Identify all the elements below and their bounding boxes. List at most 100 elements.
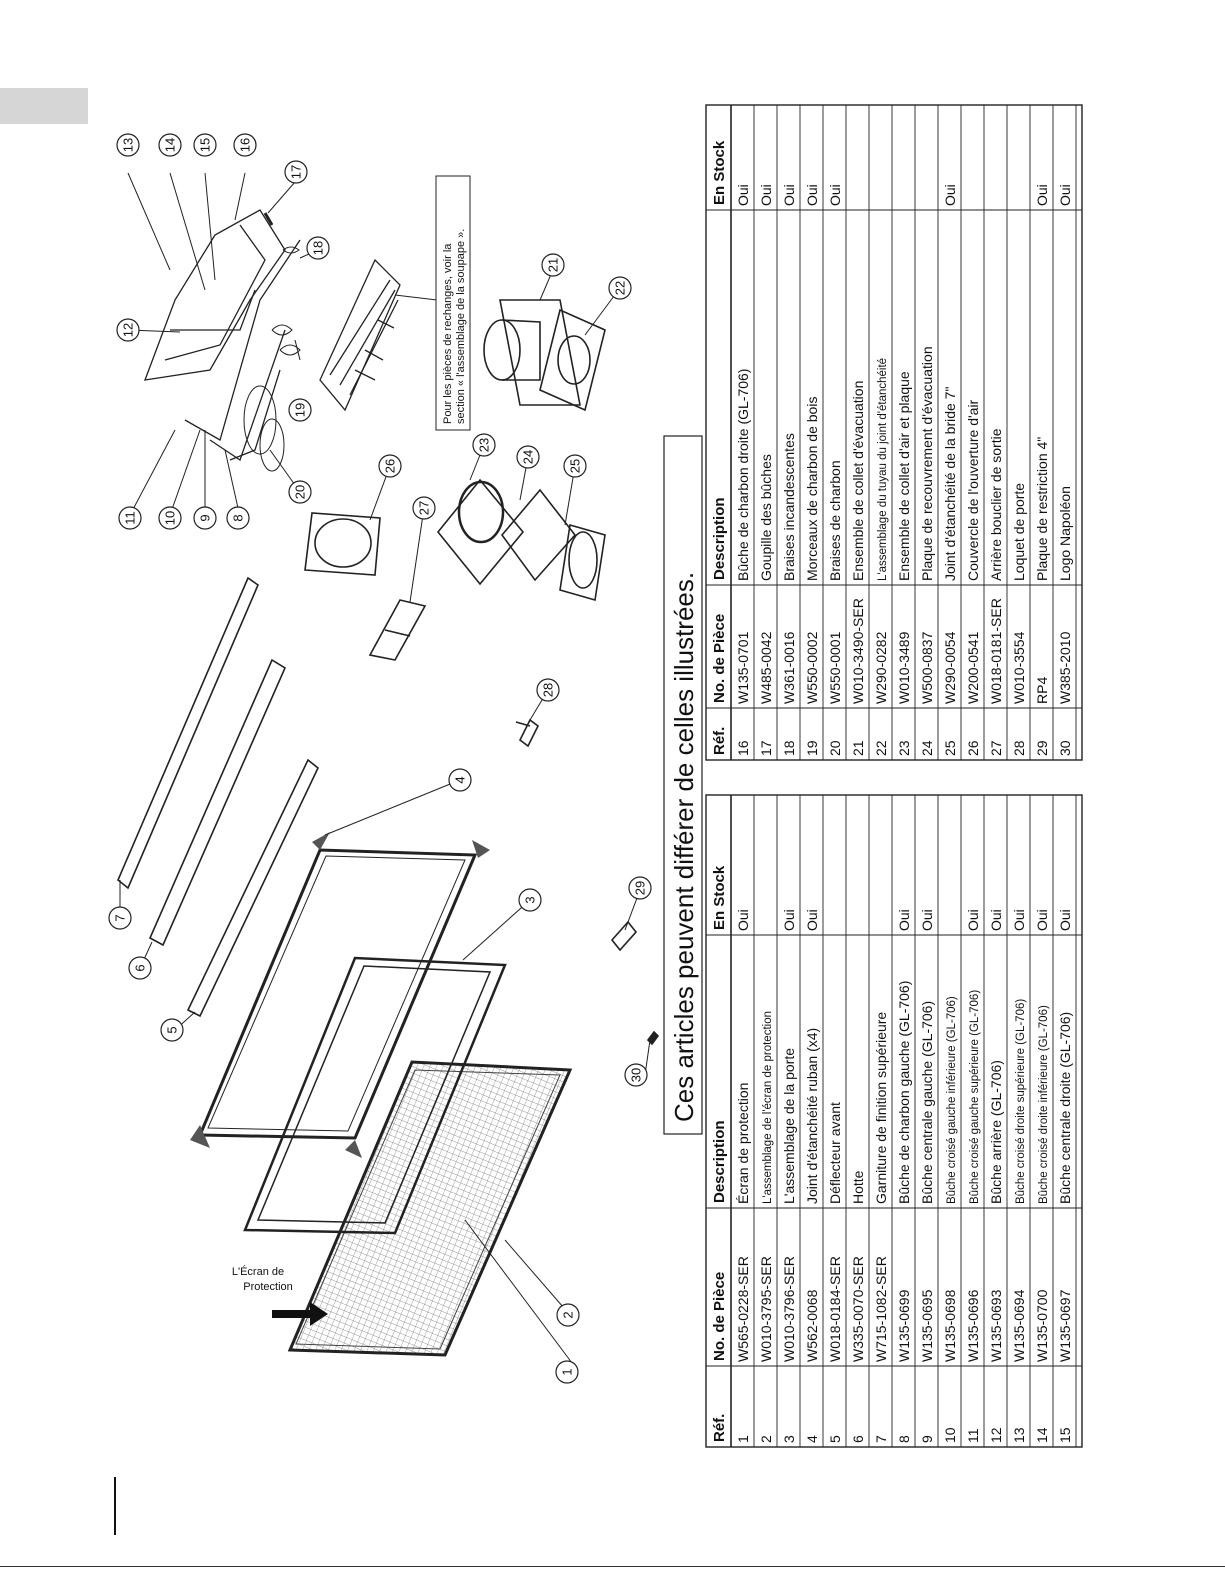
cell-desc: Plaque de restriction 4" (1034, 437, 1050, 581)
top-trim-illustration (117, 576, 259, 890)
callout-number: 2 (561, 1311, 576, 1318)
cell-ref: 29 (1034, 740, 1050, 756)
cell-ref: 19 (804, 740, 820, 756)
air-cover-illustration (304, 512, 381, 576)
table-row: 27 W018-0181-SER Arrière bouclier de sorti… (988, 428, 1004, 756)
cell-desc: Couvercle de l'ouverture d'air (965, 399, 981, 581)
cell-ref: 7 (873, 1435, 889, 1443)
cell-stock: Oui (781, 184, 797, 206)
cell-part: W018-0181-SER (988, 598, 1004, 704)
cell-part: W550-0002 (804, 631, 820, 704)
cell-ref: 1 (735, 1435, 751, 1443)
cell-stock: Oui (735, 909, 751, 931)
callout-20: 20 (288, 480, 312, 504)
cell-stock: Oui (988, 909, 1004, 931)
cell-part: W290-0282 (873, 631, 889, 704)
cell-stock: Oui (942, 184, 958, 206)
callout-number: 5 (165, 1026, 180, 1033)
cell-stock: Oui (804, 184, 820, 206)
header-desc: Description (711, 1120, 728, 1203)
cell-stock: Oui (919, 909, 935, 931)
callout-22: 22 (608, 276, 632, 300)
cell-part: W500-0837 (919, 631, 935, 704)
cell-stock: Oui (781, 909, 797, 931)
callout-number: 30 (629, 1068, 644, 1082)
cell-ref: 15 (1057, 1427, 1073, 1443)
cell-ref: 27 (988, 740, 1004, 756)
callout-number: 26 (383, 459, 398, 473)
callout-13: 13 (116, 133, 140, 157)
cell-desc: Braises de charbon (827, 460, 843, 581)
cell-desc: Déflecteur avant (827, 1102, 843, 1204)
callout-number: 8 (231, 514, 246, 521)
cell-ref: 24 (919, 740, 935, 756)
callout-number: 11 (123, 511, 138, 525)
callout-number: 3 (523, 896, 538, 903)
cell-desc: Arrière bouclier de sortie (988, 428, 1004, 581)
cell-part: W135-0697 (1057, 1289, 1073, 1362)
footer-rule (0, 1566, 1225, 1567)
cell-stock: Oui (896, 909, 912, 931)
cell-ref: 2 (758, 1435, 774, 1443)
cell-desc: Garniture de finition supérieure (873, 1012, 889, 1204)
cell-part: W135-0701 (735, 631, 751, 704)
cell-ref: 4 (804, 1435, 820, 1443)
logo-illustration (646, 1030, 660, 1046)
cell-stock: Oui (804, 909, 820, 931)
cell-ref: 12 (988, 1427, 1004, 1443)
cell-part: W485-0042 (758, 631, 774, 704)
callout-2: 2 (556, 1303, 580, 1327)
callout-16: 16 (233, 133, 257, 157)
cell-ref: 8 (896, 1435, 912, 1443)
cell-part: W565-0228-SER (735, 1256, 751, 1362)
callout-21: 21 (541, 253, 565, 277)
header-part: No. de Pièce (711, 1272, 728, 1361)
callout-23: 23 (472, 433, 496, 457)
cell-desc: Hotte (850, 1170, 866, 1204)
cell-ref: 30 (1057, 740, 1073, 756)
screen-arrow-icon (272, 1302, 328, 1326)
cell-part: W562-0068 (804, 1289, 820, 1362)
callout-6: 6 (128, 956, 152, 980)
cell-stock: Oui (735, 184, 751, 206)
door-latch-illustration (515, 718, 540, 748)
cell-desc: Bûche croisé gauche inférieure (GL-706) (946, 996, 958, 1204)
cell-part: W135-0696 (965, 1289, 981, 1362)
pipe-gasket-illustration (539, 308, 606, 412)
cell-desc: Bûche arrière (GL-706) (988, 1060, 1004, 1204)
exploded-diagram (117, 209, 660, 1357)
header-desc: Description (711, 497, 728, 580)
callout-14: 14 (158, 133, 182, 157)
callout-number: 16 (238, 138, 253, 152)
callout-5: 5 (160, 1018, 184, 1042)
gasket-frame-illustration (197, 848, 478, 1140)
cell-stock: Oui (965, 909, 981, 931)
callout-19: 19 (288, 398, 312, 422)
restrictor-plate-illustration (610, 920, 638, 952)
screen-panel-illustration (287, 1060, 573, 1357)
cell-ref: 6 (850, 1435, 866, 1443)
header-stock: En Stock (711, 865, 728, 930)
margin-rule (114, 1477, 116, 1535)
cell-desc: Bûche centrale droite (GL-706) (1057, 1012, 1073, 1204)
cell-part: W010-3795-SER (758, 1256, 774, 1362)
hood-illustration (148, 658, 287, 947)
cell-desc: Écran de protection (735, 1083, 751, 1204)
cell-part: W135-0693 (988, 1289, 1004, 1362)
caption-text: Ces articles peuvent différer de celles … (669, 572, 699, 1122)
cell-ref: 10 (942, 1427, 958, 1443)
cell-ref: 18 (781, 740, 797, 756)
screen-label: L'Écran de Protection (232, 1265, 293, 1293)
cell-ref: 25 (942, 740, 958, 756)
callout-number: 7 (113, 914, 128, 921)
cell-part: W018-0184-SER (827, 1256, 843, 1362)
